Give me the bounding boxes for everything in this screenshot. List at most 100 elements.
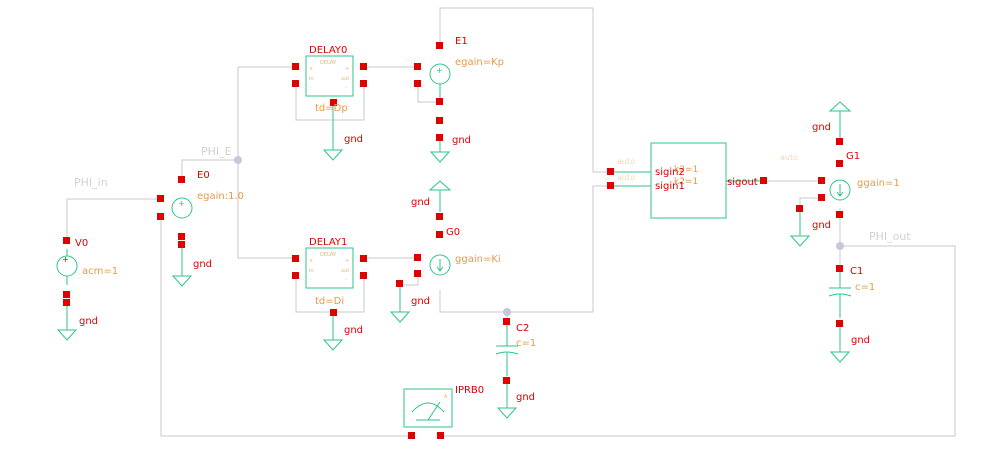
wire-phi-in[interactable] bbox=[66, 198, 161, 241]
delay1-minus-out: - bbox=[345, 277, 347, 283]
delay1-pin-a[interactable] bbox=[292, 255, 299, 262]
delay1-box bbox=[305, 247, 354, 289]
g1-symbol bbox=[829, 179, 851, 201]
c2-name: C2 bbox=[516, 323, 529, 334]
v0-source[interactable]: + V0 acm=1 bbox=[56, 237, 118, 330]
v0-pin-top[interactable] bbox=[63, 237, 70, 244]
delay0-param: td=Dp bbox=[315, 103, 348, 114]
adder-block[interactable]: auto auto k2=1 k2=1 sigin2 sigin1 sigout bbox=[607, 142, 767, 219]
g1-source[interactable]: auto G1 ggain=1 bbox=[780, 101, 900, 236]
wire-g0-to-add[interactable] bbox=[439, 185, 611, 313]
delay0-box bbox=[305, 55, 354, 97]
iprb0-pin-r[interactable] bbox=[437, 432, 444, 439]
delay1-block[interactable]: DELAY + + in out - - DELAY1 td=Di bbox=[292, 237, 367, 340]
e1-pin-l2[interactable] bbox=[414, 80, 421, 87]
delay1-minus-in: - bbox=[309, 277, 311, 283]
g0-pin-l2[interactable] bbox=[414, 270, 421, 277]
e0-source[interactable]: + E0 egain:1.0 bbox=[157, 170, 244, 276]
c2-capacitor[interactable]: C2 c=1 bbox=[495, 318, 536, 408]
wire-e1-neg[interactable] bbox=[417, 82, 440, 103]
delay1-in-label: in bbox=[309, 268, 314, 274]
delay0-pin-b[interactable] bbox=[292, 80, 299, 87]
e0-pin-3[interactable] bbox=[157, 213, 164, 220]
net-label-phi-out: PHI_out bbox=[869, 230, 911, 243]
delay1-pin-c[interactable] bbox=[360, 255, 367, 262]
c1-pin-bot[interactable] bbox=[836, 320, 843, 327]
e0-pin-5[interactable] bbox=[178, 241, 185, 248]
g0-param: ggain=Ki bbox=[455, 254, 501, 265]
delay1-pin-d[interactable] bbox=[360, 272, 367, 279]
delay1-plus-in: + bbox=[309, 258, 313, 264]
delay1-pin-b[interactable] bbox=[292, 272, 299, 279]
adder-pin-sigin2[interactable] bbox=[607, 168, 614, 175]
delay0-plus-out: + bbox=[345, 66, 349, 72]
iprb0-probe[interactable]: A IPRB0 bbox=[403, 385, 484, 439]
g0-source[interactable]: G0 ggain=Ki bbox=[396, 180, 501, 312]
v0-name: V0 bbox=[75, 238, 88, 249]
adder-label-sigin2: sigin2 bbox=[655, 167, 685, 178]
c2-param: c=1 bbox=[516, 338, 536, 349]
junction-phi-out bbox=[836, 242, 844, 250]
g0-name: G0 bbox=[446, 227, 460, 238]
e0-pin-4[interactable] bbox=[178, 233, 185, 240]
delay0-block[interactable]: DELAY + + in out - - DELAY0 td=Dp bbox=[292, 45, 367, 122]
wire-e0-out[interactable] bbox=[181, 159, 238, 184]
delay0-pin-d[interactable] bbox=[360, 80, 367, 87]
wire-feedback-loop[interactable] bbox=[160, 214, 412, 437]
e1-pin-l1[interactable] bbox=[414, 63, 421, 70]
g1-pin-l1[interactable] bbox=[818, 177, 825, 184]
v0-pin-bot[interactable] bbox=[63, 291, 70, 298]
e1-pin-top[interactable] bbox=[436, 42, 443, 49]
e1-pin-r[interactable] bbox=[436, 98, 443, 105]
wire-phi-e-bus[interactable] bbox=[237, 67, 296, 259]
wire-delay0-box[interactable] bbox=[295, 80, 365, 121]
g0-pin-t2[interactable] bbox=[436, 231, 443, 238]
delay0-pin-e[interactable] bbox=[330, 99, 337, 106]
gnd-label-c1: gnd bbox=[851, 335, 870, 346]
adder-pin-sigout[interactable] bbox=[760, 177, 767, 184]
g1-faint: auto bbox=[780, 153, 798, 162]
e0-pin-2[interactable] bbox=[157, 195, 164, 202]
g1-pin-t1[interactable] bbox=[836, 138, 843, 145]
e1-pin-b1[interactable] bbox=[436, 117, 443, 124]
net-label-phi-in: PHI_in bbox=[74, 176, 108, 189]
g0-pin-t1[interactable] bbox=[436, 213, 443, 220]
net-label-phi-e: PHI_E bbox=[201, 145, 232, 158]
adder-inner-1: k2=1 bbox=[674, 165, 698, 175]
adder-faint-2: auto bbox=[617, 173, 635, 182]
delay1-inner-title: DELAY bbox=[320, 252, 337, 258]
adder-pin-sigin1[interactable] bbox=[607, 182, 614, 189]
adder-faint-1: auto bbox=[617, 157, 635, 166]
wire-feedback-right[interactable] bbox=[440, 245, 956, 437]
gnd-c1-icon bbox=[829, 351, 851, 363]
e0-name: E0 bbox=[197, 170, 210, 181]
g1-pin-b[interactable] bbox=[836, 211, 843, 218]
delay0-name: DELAY0 bbox=[309, 45, 347, 56]
g1-pin-side[interactable] bbox=[796, 205, 803, 212]
delay0-pin-a[interactable] bbox=[292, 63, 299, 70]
e1-source[interactable]: + E1 egain=Kp bbox=[414, 36, 504, 152]
delay1-param: td=Di bbox=[315, 296, 344, 307]
c1-pin-top[interactable] bbox=[836, 265, 843, 272]
g0-pin-l1[interactable] bbox=[414, 254, 421, 261]
delay1-pin-e[interactable] bbox=[330, 309, 337, 316]
gnd-c2-icon bbox=[496, 407, 518, 419]
c2-pin-bot[interactable] bbox=[503, 377, 510, 384]
c1-name: C1 bbox=[850, 266, 863, 277]
c1-capacitor[interactable]: C1 c=1 bbox=[828, 265, 875, 352]
junction-phi-e bbox=[234, 156, 242, 164]
c2-pin-top[interactable] bbox=[503, 318, 510, 325]
v0-pin-bot2[interactable] bbox=[63, 299, 70, 306]
g1-pin-l2[interactable] bbox=[818, 194, 825, 201]
delay0-pin-c[interactable] bbox=[360, 63, 367, 70]
g1-pin-t2[interactable] bbox=[836, 160, 843, 167]
g1-param: ggain=1 bbox=[857, 178, 900, 189]
e0-pin-1[interactable] bbox=[178, 176, 185, 183]
g0-pin-side[interactable] bbox=[396, 280, 403, 287]
wire-e1-to-add[interactable] bbox=[439, 7, 611, 173]
e1-pin-b2[interactable] bbox=[436, 134, 443, 141]
gnd-e0-icon bbox=[171, 275, 193, 287]
wire-g1-minus[interactable] bbox=[799, 197, 821, 208]
iprb0-pin-l[interactable] bbox=[408, 432, 415, 439]
